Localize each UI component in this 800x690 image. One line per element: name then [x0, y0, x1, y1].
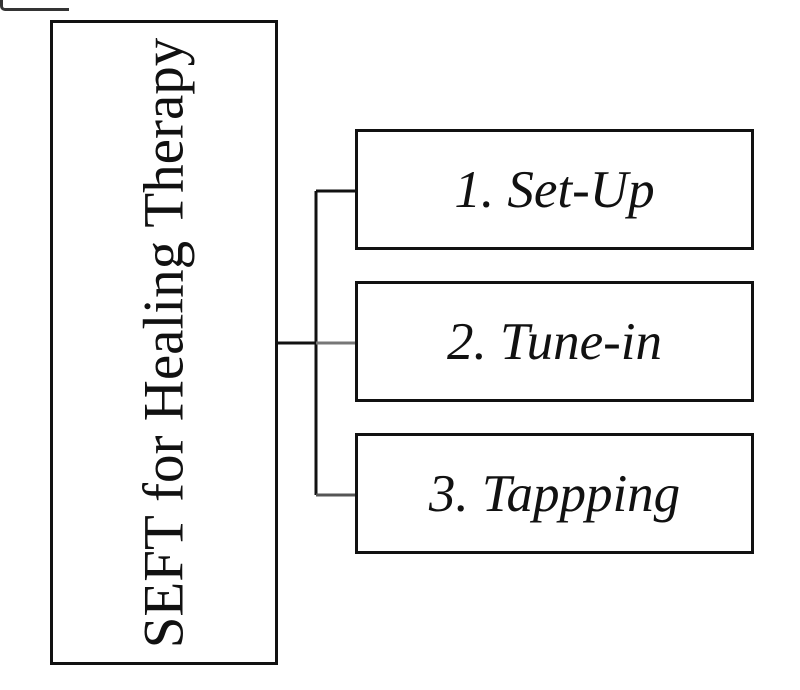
step-box-set-up: 1. Set-Up — [355, 129, 754, 250]
main-concept-label: SEFT for Healing Therapy — [132, 37, 196, 648]
step-label-tune-in: 2. Tune-in — [447, 312, 662, 371]
top-edge-fragment — [0, 0, 69, 11]
step-label-tapping: 3. Tappping — [428, 464, 681, 523]
step-label-set-up: 1. Set-Up — [454, 160, 655, 219]
step-box-tune-in: 2. Tune-in — [355, 281, 754, 402]
main-concept-box: SEFT for Healing Therapy — [50, 20, 278, 665]
step-box-tapping: 3. Tappping — [355, 433, 754, 554]
